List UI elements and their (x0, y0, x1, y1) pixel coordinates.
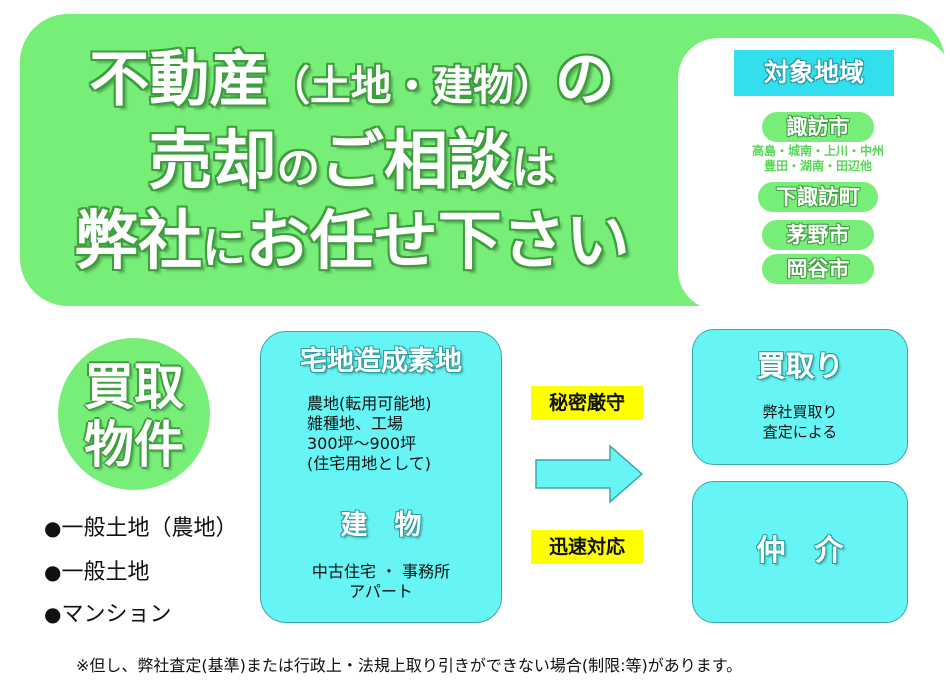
footnote: ※但し、弊社査定(基準)または行政上・法規上取り引きができない場合(制限:等)が… (76, 656, 743, 675)
purchase-item-mansion: ●マンション (44, 602, 172, 627)
brokerage-box: 仲 介 (692, 481, 908, 623)
purchase-box: 買取り 弊社買取り 査定による (692, 329, 908, 465)
bullet-icon: ● (44, 602, 62, 626)
headline-line-1: 不動産（土地・建物）の (42, 50, 662, 110)
residential-land-details: 農地(転用可能地) 雑種地、工場 300坪～900坪 (住宅用地として) (307, 394, 432, 473)
residential-land-box: 宅地造成素地 農地(転用可能地) 雑種地、工場 300坪～900坪 (住宅用地と… (260, 331, 502, 623)
bullet-icon: ● (44, 516, 62, 540)
purchase-items-badge: 買取 物件 (58, 338, 210, 490)
bullet-icon: ● (44, 560, 62, 584)
headline-banner: 不動産（土地・建物）の 売却のご相談は 弊社にお任せ下さい 対象地域 諏訪市 高… (20, 14, 950, 310)
building-details: 中古住宅 ・ 事務所 アパート (311, 562, 451, 601)
headline-leave-to-us: お任せ下さい (245, 205, 630, 279)
area-shimosuwa: 下諏訪町 (758, 182, 878, 212)
purchase-items-title-1: 買取 (84, 358, 184, 416)
quick-response-tag: 迅速対応 (531, 530, 643, 564)
headline-particle-no-2: の (276, 144, 320, 194)
purchase-details: 弊社買取り 査定による (762, 403, 838, 441)
target-area-panel: 対象地域 諏訪市 高島・城南・上川・中州 豊田・湖南・田辺他 下諏訪町 茅野市 … (678, 38, 950, 310)
purchase-items-title-2: 物件 (84, 416, 184, 474)
area-suwa: 諏訪市 (762, 112, 874, 142)
headline-consultation: ご相談 (320, 125, 512, 199)
headline-land-building: （土地・建物） (269, 62, 555, 110)
headline-particle-no: の (554, 45, 615, 115)
area-suwa-districts-2: 豊田・湖南・田辺他 (763, 159, 872, 173)
right-arrow-icon (535, 444, 644, 504)
headline-particle-ni: に (202, 224, 246, 274)
headline-line-2: 売却のご相談は (42, 130, 662, 194)
residential-land-title: 宅地造成素地 (300, 346, 462, 377)
building-title: 建 物 (340, 510, 422, 541)
target-area-title: 対象地域 (734, 50, 894, 96)
area-okaya: 岡谷市 (762, 254, 874, 284)
headline-our-company: 弊社 (74, 205, 203, 279)
area-chino: 茅野市 (762, 220, 874, 250)
headline-line-3: 弊社にお任せ下さい (42, 210, 662, 274)
area-suwa-districts-1: 高島・城南・上川・中州 (751, 144, 884, 158)
confidential-tag: 秘密厳守 (531, 386, 643, 420)
headline-sale: 売却 (148, 125, 277, 199)
purchase-title: 買取り (756, 349, 844, 383)
purchase-item-farmland: ●一般土地（農地） (44, 516, 238, 541)
headline-real-estate: 不動産 (89, 45, 270, 115)
brokerage-title: 仲 介 (756, 533, 844, 567)
purchase-item-land: ●一般土地 (44, 560, 150, 585)
headline-particle-wa: は (512, 144, 556, 194)
